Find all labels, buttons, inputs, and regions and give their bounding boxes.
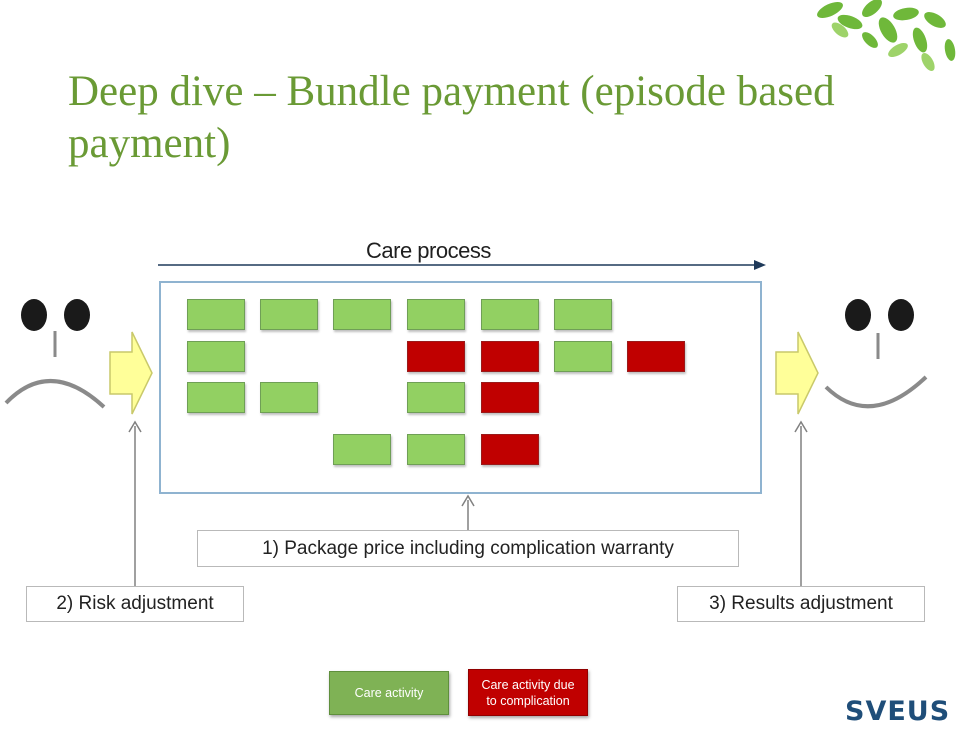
care-activity-block [407, 382, 465, 413]
risk-adjustment-callout: 2) Risk adjustment [26, 586, 244, 622]
complication-activity-block [481, 434, 539, 465]
care-activity-block [187, 341, 245, 372]
sveus-logo: SVEUS [845, 696, 951, 727]
slide-title: Deep dive – Bundle payment (episode base… [68, 68, 835, 167]
package-price-callout: 1) Package price including complication … [197, 530, 739, 567]
care-activity-block [333, 434, 391, 465]
care-activity-block [187, 382, 245, 413]
care-activity-block [481, 299, 539, 330]
complication-activity-block [481, 382, 539, 413]
sad-face-icon [4, 299, 106, 409]
care-activity-block [260, 299, 318, 330]
care-process-label: Care process [366, 238, 491, 263]
care-activity-block [333, 299, 391, 330]
legend-complication-activity: Care activity due to complication [468, 669, 588, 716]
complication-activity-block [407, 341, 465, 372]
care-process-arrow [158, 260, 766, 270]
care-activity-block [260, 382, 318, 413]
risk-adjustment-pointer [128, 420, 142, 588]
care-activity-block [554, 299, 612, 330]
legend-care-activity: Care activity [329, 671, 449, 715]
complication-activity-block [481, 341, 539, 372]
package-price-pointer [461, 494, 475, 532]
results-adjustment-callout: 3) Results adjustment [677, 586, 925, 622]
right-arrow-icon [775, 331, 819, 415]
complication-activity-block [627, 341, 685, 372]
care-activity-block [407, 299, 465, 330]
care-activity-block [187, 299, 245, 330]
care-activity-block [407, 434, 465, 465]
results-adjustment-pointer [794, 420, 808, 588]
leaves-decoration [817, 0, 956, 72]
care-activity-block [554, 341, 612, 372]
right-arrow-icon [109, 331, 153, 415]
happy-face-icon [824, 299, 928, 409]
